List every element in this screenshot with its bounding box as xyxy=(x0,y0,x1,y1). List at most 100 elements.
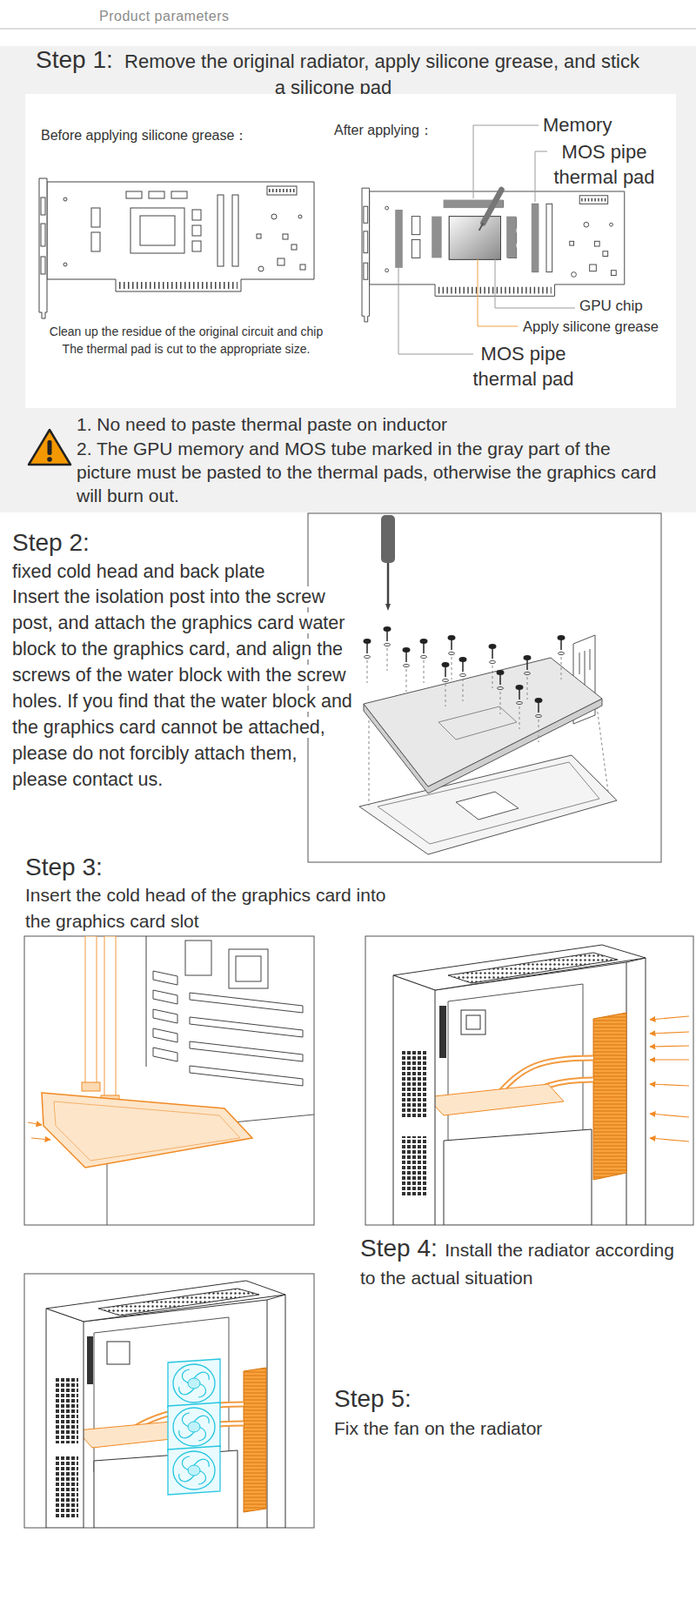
step3-illustration xyxy=(27,936,315,1225)
leader-line xyxy=(535,151,548,202)
direction-arrow xyxy=(27,1122,42,1125)
text-block: Step 3: xyxy=(25,853,103,885)
water-block xyxy=(455,791,519,820)
thermal-pad xyxy=(431,216,442,259)
pc-case xyxy=(448,983,583,1150)
pc-case xyxy=(439,1005,447,1058)
graphics-card-before xyxy=(39,178,315,319)
callout-label: Memory xyxy=(542,113,612,137)
text-block: Product parameters xyxy=(99,7,230,26)
pc-case xyxy=(401,1049,429,1119)
step-heading: Step 3: xyxy=(25,853,103,881)
step-heading: Step 4: xyxy=(360,1234,438,1262)
direction-arrow xyxy=(31,1137,51,1140)
pc-case xyxy=(46,1280,286,1322)
step-band: Step 1:Remove the original radiator, app… xyxy=(0,46,696,513)
screw xyxy=(515,684,524,730)
pc-case xyxy=(53,1378,79,1444)
case-interior xyxy=(146,936,303,1086)
pc-case xyxy=(46,1280,286,1528)
back-plate xyxy=(363,657,603,794)
step-text: Insert the isolation post into the screw… xyxy=(12,586,353,790)
thermal-pad xyxy=(531,203,540,272)
pc-case xyxy=(626,957,646,1225)
callout-label: MOS pipe thermal pad xyxy=(545,139,663,190)
page-header: Product parameters xyxy=(99,8,230,24)
leader-line xyxy=(473,125,539,199)
step-heading: Step 1: xyxy=(35,46,114,74)
direction-arrow xyxy=(649,1031,690,1034)
pc-case xyxy=(448,952,618,984)
pc-case xyxy=(466,1015,481,1030)
back-plate xyxy=(438,706,517,740)
diagram-panel: Before applying silicone grease： After ap… xyxy=(25,93,676,409)
text-block: Fix the fan on the radiator xyxy=(334,1416,683,1443)
screw xyxy=(363,638,372,683)
pc-case xyxy=(53,1456,79,1518)
gpu-water-block xyxy=(41,1092,253,1168)
tube xyxy=(85,936,97,1085)
gpu-water-block xyxy=(426,1084,564,1116)
case-interior xyxy=(189,992,303,1086)
pc-case xyxy=(46,1308,84,1528)
water-block xyxy=(596,706,609,792)
header-rule xyxy=(0,28,696,30)
case-interior xyxy=(185,940,212,976)
callout-label: Apply silicone grease xyxy=(522,317,659,335)
direction-arrow xyxy=(649,1113,690,1118)
water-block xyxy=(377,762,600,844)
text-block: fixed cold head and back plate xyxy=(12,559,361,586)
pc-case xyxy=(401,1136,429,1198)
step-text: Fix the fan on the radiator xyxy=(334,1418,543,1439)
grease-syringe xyxy=(479,189,502,231)
tube xyxy=(104,936,116,1098)
image-frame xyxy=(307,513,662,863)
grease-syringe xyxy=(482,189,502,223)
screw xyxy=(557,635,566,680)
screw xyxy=(496,669,505,715)
text-slot: 2. The GPU memory and MOS tube marked in… xyxy=(76,436,669,508)
pc-case xyxy=(107,1341,130,1365)
panel-caption: After applying： xyxy=(334,121,434,140)
step-text: Remove the original radiator, apply sili… xyxy=(24,48,643,101)
text-block: Step 4:Install the radiator according to… xyxy=(360,1235,684,1293)
warning-note: 1. No need to paste thermal paste on ind… xyxy=(76,412,669,436)
screw xyxy=(523,655,532,700)
radiator xyxy=(243,1367,267,1513)
callout-label: GPU chip xyxy=(579,297,643,315)
screwdriver xyxy=(381,515,395,611)
caption-note: The thermal pad is cut to the appropriat… xyxy=(25,341,348,358)
direction-arrow xyxy=(27,1122,51,1140)
screw xyxy=(402,647,411,692)
back-plate xyxy=(363,657,603,787)
step3-illustration xyxy=(24,936,315,1225)
image-frame xyxy=(24,936,315,1225)
cooling-fan xyxy=(167,1445,221,1495)
screwdriver xyxy=(385,603,391,611)
tube xyxy=(81,1082,101,1091)
gpu-water-block xyxy=(41,1092,253,1168)
thermal-pad xyxy=(394,209,403,268)
text-slot: The thermal pad is cut to the appropriat… xyxy=(25,341,348,358)
text-slot: MOS pipe thermal pad xyxy=(545,139,663,190)
pc-case xyxy=(98,1288,260,1316)
direction-arrow xyxy=(649,1084,690,1086)
warning-icon xyxy=(47,440,53,456)
leader-line xyxy=(398,267,474,355)
image-frame xyxy=(24,1273,315,1528)
text-slot: Memory xyxy=(542,113,612,137)
text-slot: GPU chip xyxy=(579,297,643,315)
screw xyxy=(488,643,497,689)
water-block xyxy=(359,755,617,855)
screw xyxy=(459,656,468,702)
grease-syringe xyxy=(479,222,484,231)
pc-case xyxy=(393,944,690,1225)
warning-icon xyxy=(28,429,71,465)
screw xyxy=(420,638,429,683)
screwdriver xyxy=(387,562,390,604)
power-supply xyxy=(443,1129,592,1225)
direction-arrow xyxy=(649,1016,690,1020)
panel-caption: Before applying silicone grease： xyxy=(40,127,248,145)
text-block: Insert the cold head of the graphics car… xyxy=(25,883,413,936)
pc-case xyxy=(393,944,646,991)
